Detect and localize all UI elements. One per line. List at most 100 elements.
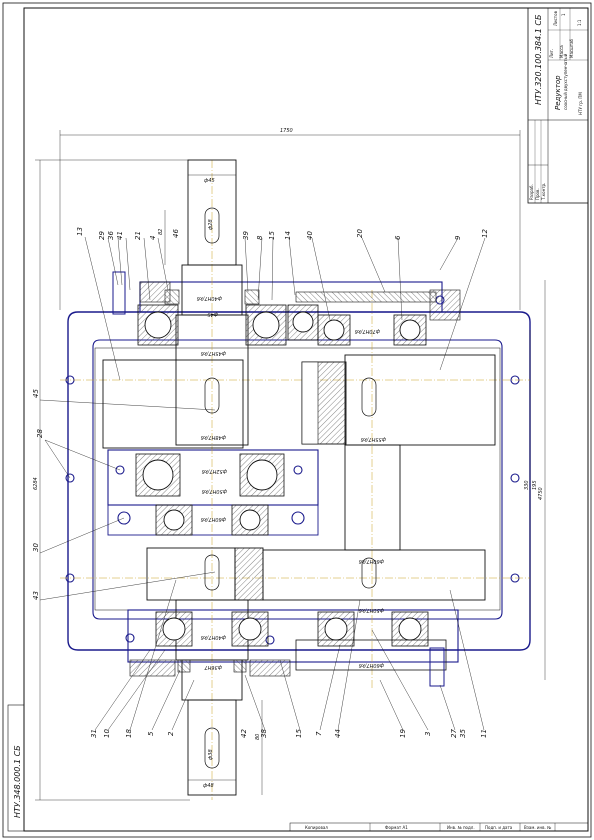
bearing <box>135 453 181 497</box>
bolt-hole <box>65 473 75 483</box>
position-number: 6 <box>394 235 402 240</box>
bolt-29 <box>112 271 126 315</box>
drawing-title: Редуктор <box>554 75 562 110</box>
fit-label: ф45 <box>207 311 218 317</box>
bearing <box>393 314 427 346</box>
position-number: 39 <box>242 231 250 240</box>
bearing <box>231 504 269 536</box>
position-number: 11 <box>480 729 488 738</box>
fit-label: ф55H7/k6 <box>361 436 386 442</box>
position-number: 40 <box>306 231 314 240</box>
end-cap <box>295 639 447 671</box>
bolt-hole <box>510 473 520 483</box>
gear-12-teeth <box>301 361 319 445</box>
bottom-cover <box>127 609 459 663</box>
centre-lines <box>60 160 530 800</box>
bearing <box>245 304 287 346</box>
strip-c1: Копировал <box>305 825 328 830</box>
drain-plug <box>429 647 445 687</box>
tb-org: НТУ гр. ПМ <box>578 92 583 115</box>
tb-lit: Лит. <box>549 49 554 58</box>
position-number: 28 <box>36 429 44 438</box>
strip-c3: Инв. № подл. <box>447 825 475 830</box>
left-side-strip: НТУ.348.000.1 СБ <box>7 704 25 832</box>
dimension-lines <box>35 130 546 801</box>
position-number: 2 <box>167 731 175 736</box>
position-number: 15 <box>268 231 276 240</box>
dim-right-mid1: 330 <box>524 480 530 490</box>
bolt-hole <box>115 465 125 475</box>
fit-label: ф40H7/k6 <box>201 634 226 640</box>
end-cap-hatch <box>129 659 176 677</box>
tb-sheets-val: 1 <box>561 13 566 16</box>
fit-label: ф45H7/k6 <box>201 350 226 356</box>
seal-bottom <box>177 659 191 673</box>
tb-sheets: Листов <box>553 10 558 26</box>
tb-scale: Масштаб <box>569 38 574 58</box>
cover-hatch <box>139 281 171 303</box>
position-number: 5 <box>147 731 155 736</box>
position-number: 42 <box>240 729 248 738</box>
dim-right-height: 4750 <box>538 487 544 500</box>
bearing <box>391 611 429 647</box>
position-number: 7 <box>315 731 323 736</box>
dim-bottom-key: ф38 <box>208 749 214 760</box>
bolt-hole <box>125 633 135 643</box>
dim-top-shaft: ф45 <box>204 178 215 184</box>
housing-inner <box>92 339 503 620</box>
fit-label: ф52H7/k6 <box>202 468 227 474</box>
fit-label: ф40H7/k6 <box>197 295 222 301</box>
drawing-subtitle: соосный двухступенчатый <box>563 53 568 110</box>
position-number: 9 <box>454 235 462 240</box>
position-number: 27 <box>450 729 458 738</box>
dim-overall-height: 6284 <box>33 477 39 490</box>
position-number: 19 <box>399 729 407 738</box>
position-number: 35 <box>459 729 467 738</box>
tb-scale-val: 1:1 <box>577 19 582 26</box>
position-number: 29 <box>98 231 106 240</box>
position-number: 12 <box>481 229 489 238</box>
dim-right-mid2: 195 <box>532 480 538 490</box>
position-number: 43 <box>32 591 40 600</box>
bolt-hole <box>117 511 131 525</box>
strip-c2: Формат А1 <box>385 825 408 830</box>
dim-top-shaft-len: 82 <box>158 229 164 235</box>
position-number: 41 <box>116 231 124 240</box>
dim-bottom-shaft: ф48 <box>203 783 214 789</box>
fit-label: ф36H7 <box>204 664 222 670</box>
fit-label: ф60H7/k6 <box>359 662 384 668</box>
tb-chk: Пров. <box>535 188 540 200</box>
bearing <box>317 314 351 346</box>
fit-label: ф60H7/k6 <box>201 516 226 522</box>
dim-bottom-shaft-len: 80 <box>255 734 261 740</box>
seal-bottom <box>233 659 247 673</box>
position-number: 3 <box>424 732 432 736</box>
gear-12 <box>344 354 496 446</box>
strip-c5: Взам. инв. № <box>524 825 551 830</box>
bearing <box>155 611 193 647</box>
dim-top-key: ф28 <box>208 219 214 230</box>
bolt-hole <box>293 465 303 475</box>
seal-top <box>244 289 260 305</box>
position-number: 36 <box>107 231 115 240</box>
bearing <box>155 504 193 536</box>
position-number: 18 <box>125 729 133 738</box>
position-number: 31 <box>90 729 98 738</box>
bearing <box>231 611 269 647</box>
strip-c4: Подп. и дата <box>485 825 513 830</box>
position-number: 38 <box>260 729 268 738</box>
bearing <box>317 611 355 647</box>
fit-label: ф48H7/k6 <box>201 434 226 440</box>
gear-43 <box>146 547 236 601</box>
designation: НТУ.320.100.384.1 СБ <box>534 14 543 105</box>
title-block: НТУ.320.100.384.1 СБ Редуктор соосный дв… <box>527 7 589 204</box>
fit-label: ф50H7/k6 <box>359 607 384 613</box>
position-number: 44 <box>334 729 342 738</box>
cover-hatch <box>295 291 437 303</box>
bearing <box>239 453 285 497</box>
dim-overall-width: 1750 <box>280 128 293 134</box>
fit-label: ф70H7/k6 <box>355 328 380 334</box>
housing-flange <box>67 311 531 651</box>
